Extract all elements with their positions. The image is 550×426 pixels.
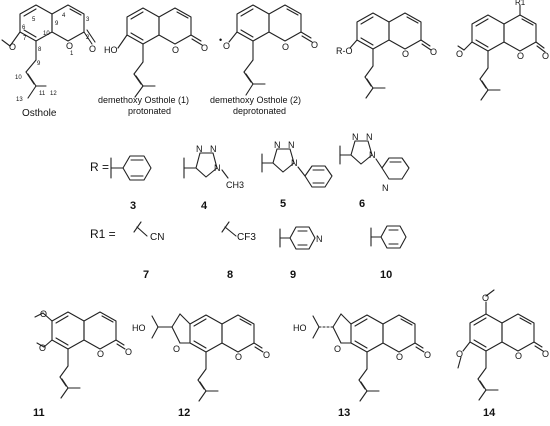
r-substituents-row: R = 3 N N N CH3 4 N N N 5 N N	[90, 132, 410, 212]
osthole-atom-num: 12	[50, 91, 57, 97]
triazole-4-n2: N	[210, 144, 217, 154]
compound-13-furan-o: O	[334, 344, 341, 354]
osthole-atom-num: 10	[15, 75, 22, 81]
osthole-atom-num: 8	[38, 47, 42, 53]
compound-13-carbonyl-o: O	[424, 350, 431, 360]
osthole-caption: Osthole	[22, 108, 57, 119]
r1-group-cf3: CF3	[237, 232, 256, 243]
compound-11-o2: O	[39, 343, 46, 353]
compound-14-o1: O	[482, 293, 489, 303]
osthole-atom-num: 6	[22, 25, 26, 31]
compound-1-ring-o: O	[172, 45, 179, 55]
compound-2-caption-state: deprotonated	[233, 106, 286, 116]
compound-number-7: 7	[143, 269, 149, 281]
compound-number-14: 14	[483, 407, 496, 419]
compound-2-carbonyl-o: O	[311, 40, 318, 50]
r1-substituents-row: R1 = CN 7 CF3 8 N 9 10	[90, 221, 407, 281]
compound-r-carbonyl-o: O	[430, 47, 437, 57]
compound-2-caption: demethoxy Osthole (2)	[210, 95, 301, 105]
osthole-atom-num: 1	[70, 51, 74, 57]
compound-r1-methoxy-o: O	[456, 49, 463, 59]
compound-11-carbonyl-o: O	[125, 347, 132, 357]
triazole-5-n1: N	[274, 140, 281, 150]
compound-12-furan-o: O	[173, 344, 180, 354]
compound-13-ho: HO	[293, 323, 307, 333]
compound-number-3: 3	[130, 200, 136, 212]
osthole-atom-num: 2	[86, 35, 90, 41]
triazole-4-n3: N	[214, 163, 221, 173]
triazole-6-n2: N	[366, 132, 373, 142]
compound-11-structure: O O O O 11	[33, 309, 132, 419]
compound-11-o1: O	[40, 309, 47, 319]
osthole-atom-num: 13	[16, 97, 23, 103]
osthole-ring-o: O	[66, 41, 73, 51]
compound-12-ring-o: O	[235, 352, 242, 362]
triazole-6-n1: N	[352, 132, 359, 142]
triazole-4-methyl: CH3	[226, 180, 244, 190]
compound-1-ho: HO	[104, 45, 118, 55]
compound-1-caption: demethoxy Osthole (1)	[98, 95, 189, 105]
compound-2-ring-o: O	[282, 42, 289, 52]
compound-r1-ring-o: O	[517, 51, 524, 61]
compound-13-ring-o: O	[396, 352, 403, 362]
compound-number-6: 6	[359, 198, 365, 210]
compound-13-structure: HO O O O 13	[293, 313, 431, 419]
osthole-atom-num: 4	[62, 13, 66, 19]
osthole-atom-num: 10	[43, 31, 50, 37]
r1-equals-label: R1 =	[90, 227, 116, 241]
compound-r1-carbonyl-o: O	[542, 51, 549, 61]
osthole-atom-num: 7	[23, 36, 27, 42]
compound-number-4: 4	[201, 200, 208, 212]
compound-12-carbonyl-o: O	[263, 350, 270, 360]
osthole-atom-num: 9	[55, 21, 59, 27]
compound-number-9: 9	[290, 269, 296, 281]
compound-number-8: 8	[227, 269, 233, 281]
triazole-5-n3: N	[291, 158, 298, 168]
osthole-atom-num: 9	[37, 61, 41, 67]
r-equals-label: R =	[90, 160, 109, 174]
compound-number-5: 5	[280, 198, 286, 210]
compound-r1-structure: R1 O O O	[456, 0, 549, 101]
compound-11-ring-o: O	[97, 349, 104, 359]
compound-14-o2: O	[456, 349, 463, 359]
compound-1-structure: HO O O demethoxy Osthole (1) protonated	[98, 7, 208, 116]
compound-1-caption-state: protonated	[128, 106, 171, 116]
osthole-structure: O O O 5 4 6 3 10 9 7 2 8 1 9 10 11 12 13…	[1, 4, 96, 119]
osthole-atom-num: 5	[32, 17, 36, 23]
pyridine-6-n: N	[382, 183, 389, 193]
triazole-4-n1: N	[196, 144, 203, 154]
compound-r1-r1-label: R1	[515, 0, 526, 7]
compound-14-ring-o: O	[515, 351, 522, 361]
r1-group-pyridine-n: N	[316, 234, 323, 244]
osthole-methoxy-o: O	[9, 42, 16, 52]
compound-number-12: 12	[178, 407, 190, 419]
compound-12-structure: HO O O O 12	[132, 313, 270, 419]
compound-r-ring-o: O	[402, 49, 409, 59]
compound-1-carbonyl-o: O	[201, 43, 208, 53]
osthole-atom-num: 11	[39, 91, 46, 97]
compound-r-ro: R-O	[336, 46, 353, 56]
compound-12-ho: HO	[132, 323, 146, 333]
r1-group-cn: CN	[150, 232, 164, 243]
compound-2-charge: •	[219, 35, 222, 45]
compound-2-structure: O • O O demethoxy Osthole (2) deprotonat…	[210, 4, 318, 116]
osthole-atom-num: 3	[86, 17, 90, 23]
triazole-6-n3: N	[369, 150, 376, 160]
osthole-carbonyl-o: O	[89, 44, 96, 54]
compound-r-structure: R-O O O	[336, 12, 437, 99]
compound-14-structure: O O O O 14	[456, 289, 549, 419]
compound-2-anion-o: O	[223, 41, 230, 51]
compound-number-13: 13	[338, 407, 350, 419]
compound-number-10: 10	[380, 269, 392, 281]
triazole-5-n2: N	[288, 140, 295, 150]
compound-number-11: 11	[33, 407, 45, 419]
compound-14-carbonyl-o: O	[542, 349, 549, 359]
